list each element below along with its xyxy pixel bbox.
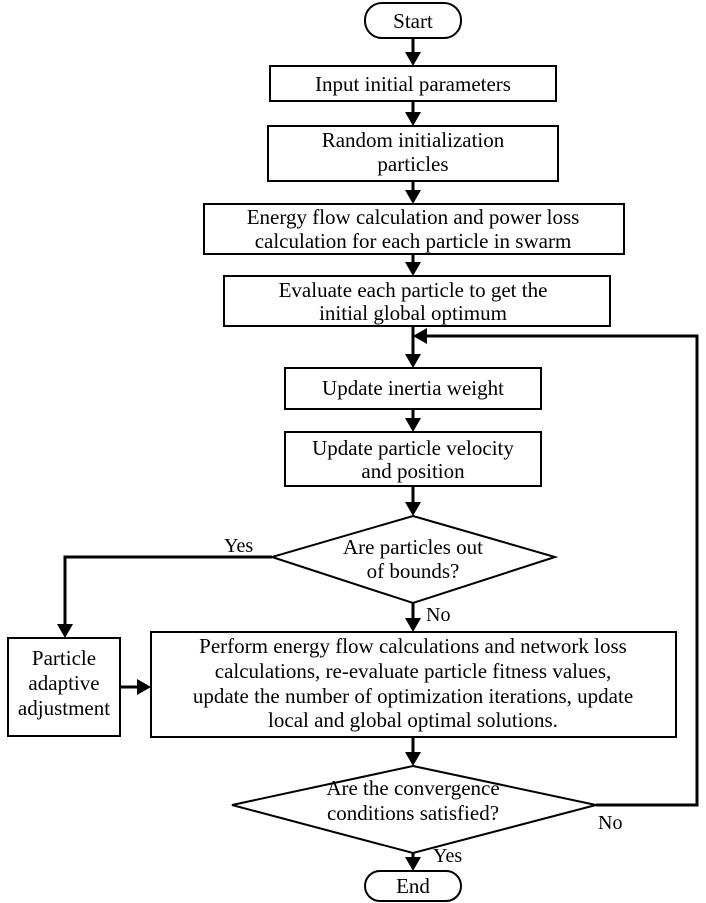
node-adjust-line: adaptive: [28, 671, 99, 695]
node-inertia-text: Update inertia weight: [322, 376, 504, 400]
node-evaluate-line: initial global optimum: [319, 301, 507, 325]
node-start-text: Start: [393, 9, 433, 33]
node-energy-flow-calculation: Energy flow calculation and power loss c…: [203, 203, 625, 255]
node-energy-line: Energy flow calculation and power loss: [247, 205, 580, 229]
node-update-inertia-weight: Update inertia weight: [284, 367, 542, 410]
node-energy-line: calculation for each particle in swarm: [255, 229, 572, 253]
arrowhead: [405, 112, 421, 126]
label-bounds-no: No: [426, 604, 450, 626]
node-adjust-line: Particle: [32, 646, 96, 670]
node-random-initialization: Random initialization particles: [267, 125, 559, 182]
node-evaluate-line: Evaluate each particle to get the: [279, 278, 548, 302]
node-velocity-line: and position: [361, 459, 465, 483]
node-velocity-line: Update particle velocity: [312, 436, 514, 460]
arrowhead: [405, 418, 421, 432]
connectors: [63, 38, 699, 863]
arrowheads: [57, 52, 427, 871]
decision-converge-line: conditions satisfied?: [327, 801, 499, 825]
arrowhead: [405, 52, 421, 66]
arrowhead: [57, 624, 73, 638]
node-perform-line: Perform energy flow calculations and net…: [199, 634, 627, 658]
arrowhead: [405, 502, 421, 516]
node-perform-line: calculations, re-evaluate particle fitne…: [215, 659, 612, 683]
label-converge-yes: Yes: [433, 845, 462, 867]
arrowhead: [405, 618, 421, 632]
decision-out-of-bounds: Are particles out of bounds?: [268, 514, 559, 605]
node-end: End: [364, 870, 462, 902]
node-perform-calculations: Perform energy flow calculations and net…: [150, 631, 677, 738]
node-evaluate-particles: Evaluate each particle to get the initia…: [223, 275, 611, 327]
node-start: Start: [364, 2, 462, 39]
arrow-converge-no-loop: [425, 334, 699, 807]
arrowhead: [137, 679, 151, 695]
label-bounds-yes: Yes: [224, 535, 253, 557]
decision-converge-line: Are the convergence: [326, 776, 499, 800]
node-perform-line: local and global optimal solutions.: [268, 708, 558, 732]
decision-bounds-line: Are particles out: [343, 535, 483, 559]
decision-convergence: Are the convergence conditions satisfied…: [231, 764, 597, 855]
node-end-text: End: [396, 874, 430, 898]
label-converge-no: No: [598, 812, 622, 834]
node-input-parameters: Input initial parameters: [269, 65, 557, 102]
arrowhead: [405, 354, 421, 368]
decision-bounds-line: of bounds?: [367, 559, 460, 583]
node-perform-line: update the number of optimization iterat…: [193, 684, 633, 708]
arrowhead: [405, 752, 421, 766]
node-adjust-line: adjustment: [18, 696, 110, 720]
node-particle-adaptive-adjustment: Particle adaptive adjustment: [7, 637, 121, 737]
arrow-bounds-yes: [63, 555, 272, 630]
arrowhead: [405, 857, 421, 871]
arrowhead: [405, 262, 421, 276]
node-update-velocity-position: Update particle velocity and position: [284, 431, 542, 487]
node-input-text: Input initial parameters: [315, 72, 511, 96]
node-init-line: Random initialization: [322, 128, 505, 152]
node-init-line: particles: [377, 152, 448, 176]
arrowhead: [405, 190, 421, 204]
arrowhead: [413, 328, 427, 344]
